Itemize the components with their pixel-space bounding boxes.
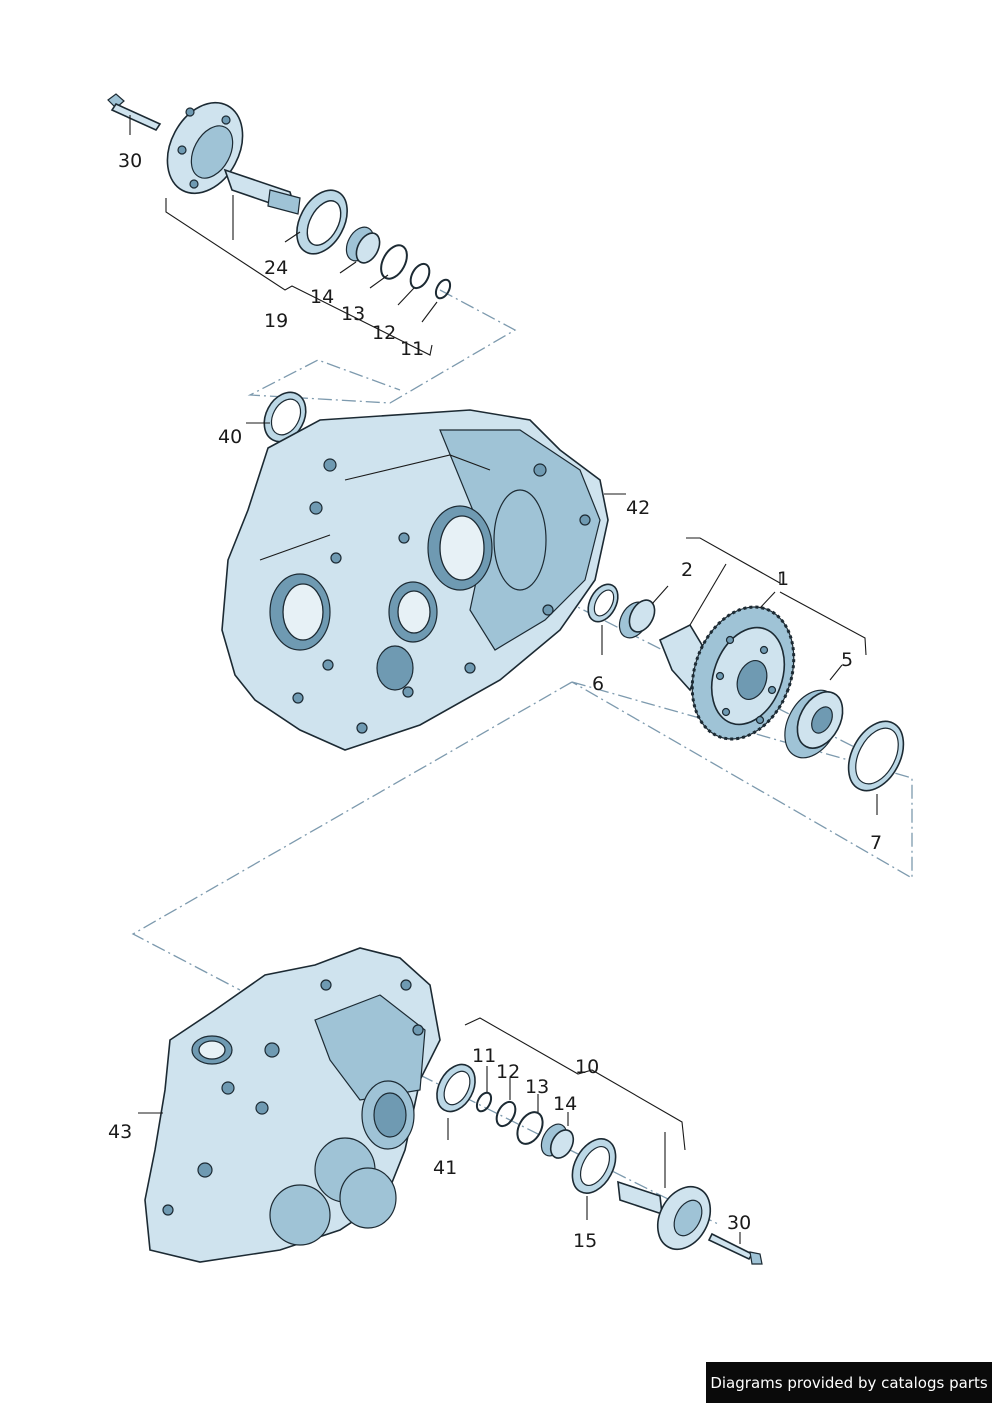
label-5: 5	[841, 649, 853, 671]
label-12-upper: 12	[372, 322, 396, 344]
bolt-upper	[107, 93, 162, 132]
label-41: 41	[433, 1157, 457, 1179]
diagram-credit-banner: Diagrams provided by catalogs parts	[706, 1362, 992, 1403]
label-13-lower: 13	[525, 1076, 549, 1098]
label-6: 6	[592, 673, 604, 695]
part-labels: 30 24 14 13 12 11 19 40 42 2 1 5 6 7 43 …	[108, 150, 882, 1252]
label-14-upper: 14	[310, 286, 334, 308]
label-30-upper: 30	[118, 150, 142, 172]
leader-lines	[129, 115, 878, 1244]
label-10: 10	[575, 1056, 599, 1078]
lower-drive-flange-assembly	[436, 1063, 763, 1265]
label-13-upper: 13	[341, 303, 365, 325]
label-12-lower: 12	[496, 1061, 520, 1083]
label-43: 43	[108, 1121, 132, 1143]
upper-drive-flange-assembly	[107, 93, 452, 300]
drive-flange-upper	[166, 101, 301, 215]
label-19: 19	[264, 310, 288, 332]
gearbox-housing-42	[221, 409, 609, 751]
label-30-lower: 30	[727, 1212, 751, 1234]
label-2: 2	[681, 559, 693, 581]
differential-assembly-1	[587, 583, 905, 792]
label-14-lower: 14	[553, 1093, 577, 1115]
label-42: 42	[626, 497, 650, 519]
gearbox-housing-43	[144, 947, 441, 1263]
label-1: 1	[777, 568, 789, 590]
label-11-upper: 11	[400, 338, 424, 360]
seal-ring-40	[263, 391, 307, 443]
label-7: 7	[870, 832, 882, 854]
label-24: 24	[264, 257, 288, 279]
label-15: 15	[573, 1230, 597, 1252]
label-40: 40	[218, 426, 242, 448]
label-11-lower: 11	[472, 1045, 496, 1067]
